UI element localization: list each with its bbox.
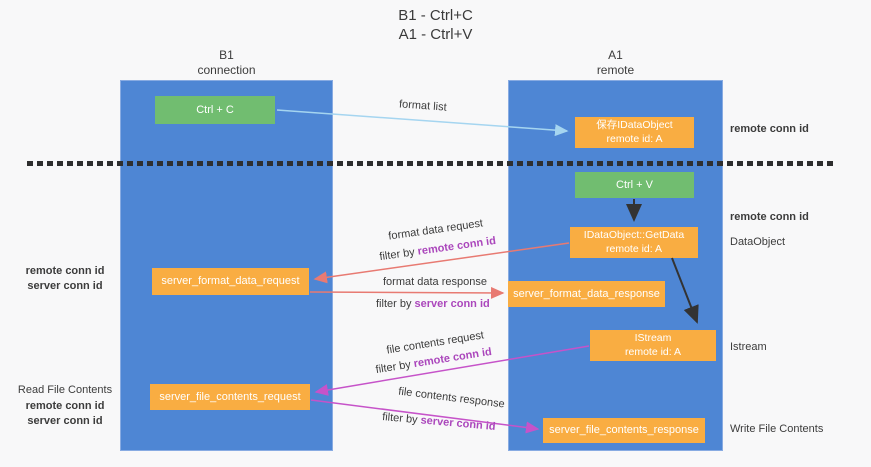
format-data-response-label: format data response xyxy=(383,276,487,288)
file-contents-response-label: file contents response xyxy=(397,385,506,411)
annotation-remote-conn-id-top: remote conn id xyxy=(730,123,809,135)
format-response-label: server_format_data_response xyxy=(513,287,660,300)
filter-key-server-conn-id: server conn id xyxy=(414,298,490,310)
title-line-1: B1 - Ctrl+C xyxy=(398,7,473,24)
node-save-idataobject: 保存IDataObject remote id: A xyxy=(575,117,694,148)
filter-key-remote-conn-id: remote conn id xyxy=(416,234,497,258)
diagram-title: B1 - Ctrl+C A1 - Ctrl+V xyxy=(0,7,871,45)
annotation-left-server-conn-id-mid: server conn id xyxy=(27,280,103,292)
lane-b1-role: connection xyxy=(197,63,256,77)
annotation-left-remote-conn-id-bottom: remote conn id xyxy=(25,400,105,412)
getdata-line2: remote id: A xyxy=(605,242,663,255)
format-request-label: server_format_data_request xyxy=(161,275,300,288)
file-contents-response-filter-label: filter by server conn id xyxy=(382,411,496,433)
filter-by-text: filter by xyxy=(374,358,412,377)
istream-line2: remote id: A xyxy=(624,345,682,358)
filter-by-text: filter by xyxy=(381,411,419,427)
annotation-remote-conn-id-mid: remote conn id xyxy=(730,211,809,223)
node-server-format-data-response: server_format_data_response xyxy=(508,281,665,307)
format-data-response-filter-label: filter by server conn id xyxy=(376,298,490,310)
filter-by-text: filter by xyxy=(378,246,416,264)
filter-key-server-conn-id: server conn id xyxy=(420,414,497,433)
format-list-label: format list xyxy=(398,98,448,114)
annotation-dataobject: DataObject xyxy=(730,236,786,248)
annotation-read-file-contents: Read File Contents xyxy=(17,384,113,396)
node-server-format-data-request: server_format_data_request xyxy=(152,268,309,295)
annotation-left-server-conn-id-bottom: server conn id xyxy=(27,415,103,427)
lane-b1-name: B1 xyxy=(219,48,234,62)
ctrl-v-label: Ctrl + V xyxy=(616,178,653,191)
lane-header-a1: A1 remote xyxy=(508,48,723,78)
node-istream: IStream remote id: A xyxy=(590,330,716,361)
node-server-file-contents-response: server_file_contents_response xyxy=(543,418,705,443)
ctrl-c-label: Ctrl + C xyxy=(196,103,234,116)
dashed-separator-line xyxy=(27,161,833,166)
file-response-label: server_file_contents_response xyxy=(549,424,699,437)
lane-a1-name: A1 xyxy=(608,48,623,62)
title-line-2: A1 - Ctrl+V xyxy=(398,25,473,43)
annotation-write-file-contents: Write File Contents xyxy=(730,423,824,435)
node-ctrl-v: Ctrl + V xyxy=(575,172,694,198)
lane-header-b1: B1 connection xyxy=(120,48,333,78)
node-idataobject-getdata: IDataObject::GetData remote id: A xyxy=(570,227,698,258)
format-data-response-arrow xyxy=(309,286,505,299)
filter-by-text: filter by xyxy=(376,298,412,310)
annotation-istream: Istream xyxy=(730,341,767,353)
node-ctrl-c: Ctrl + C xyxy=(155,96,275,124)
save-idataobject-line1: 保存IDataObject xyxy=(596,118,673,131)
getdata-line1: IDataObject::GetData xyxy=(583,228,685,241)
save-idataobject-line2: remote id: A xyxy=(606,132,663,145)
lane-a1-role: remote xyxy=(596,63,635,77)
node-server-file-contents-request: server_file_contents_request xyxy=(150,384,310,410)
istream-line1: IStream xyxy=(634,331,672,344)
annotation-left-remote-conn-id-mid: remote conn id xyxy=(25,265,105,277)
file-request-label: server_file_contents_request xyxy=(159,390,301,403)
